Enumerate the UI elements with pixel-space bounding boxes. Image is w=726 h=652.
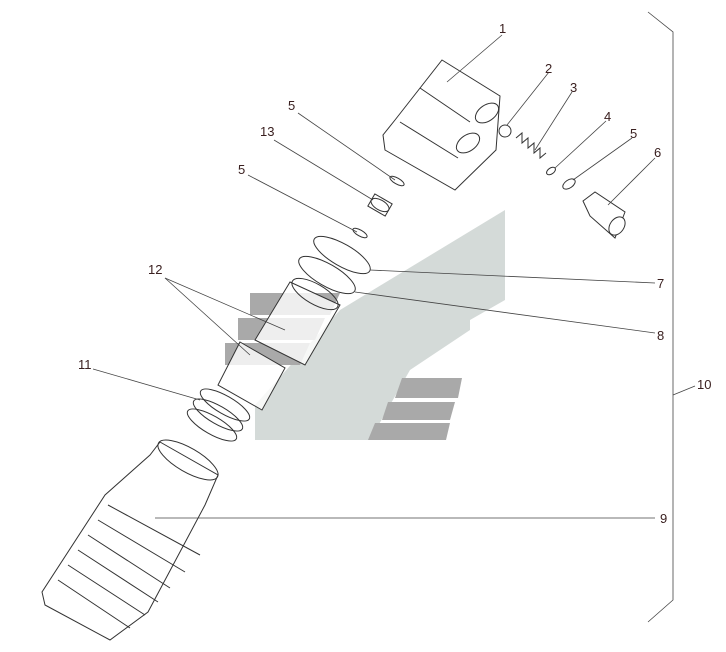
- callout-7: 7: [657, 276, 664, 291]
- callout-5-top: 5: [288, 98, 295, 113]
- callout-5-mid: 5: [238, 162, 245, 177]
- callout-10: 10: [697, 377, 711, 392]
- callout-9: 9: [660, 511, 667, 526]
- part-12-sleeve: [217, 277, 341, 411]
- leader-lines: [92, 11, 696, 623]
- part-5-oring-right: [562, 178, 576, 190]
- part-9-housing: [41, 439, 219, 641]
- callout-2: 2: [545, 61, 552, 76]
- part-3-spring: [515, 131, 547, 160]
- part-13-fitting: [367, 193, 393, 217]
- callout-6: 6: [654, 145, 661, 160]
- part-5-oring-top: [389, 175, 405, 187]
- part-4-washer: [546, 166, 556, 176]
- part-1-body: [382, 59, 501, 191]
- part-6-plug: [582, 191, 626, 239]
- callout-13: 13: [260, 124, 274, 139]
- callout-3: 3: [570, 80, 577, 95]
- callout-12: 12: [148, 262, 162, 277]
- part-5-oring-mid: [352, 227, 368, 239]
- callout-5-right: 5: [630, 126, 637, 141]
- part-7-seal-ring: [313, 235, 371, 275]
- callout-11: 11: [78, 357, 92, 372]
- callout-8: 8: [657, 328, 664, 343]
- callout-4: 4: [604, 109, 611, 124]
- part-11-spring: [186, 388, 251, 442]
- part-8-seal-ring: [298, 255, 356, 295]
- part-2-ball: [498, 124, 512, 138]
- callout-1: 1: [499, 21, 506, 36]
